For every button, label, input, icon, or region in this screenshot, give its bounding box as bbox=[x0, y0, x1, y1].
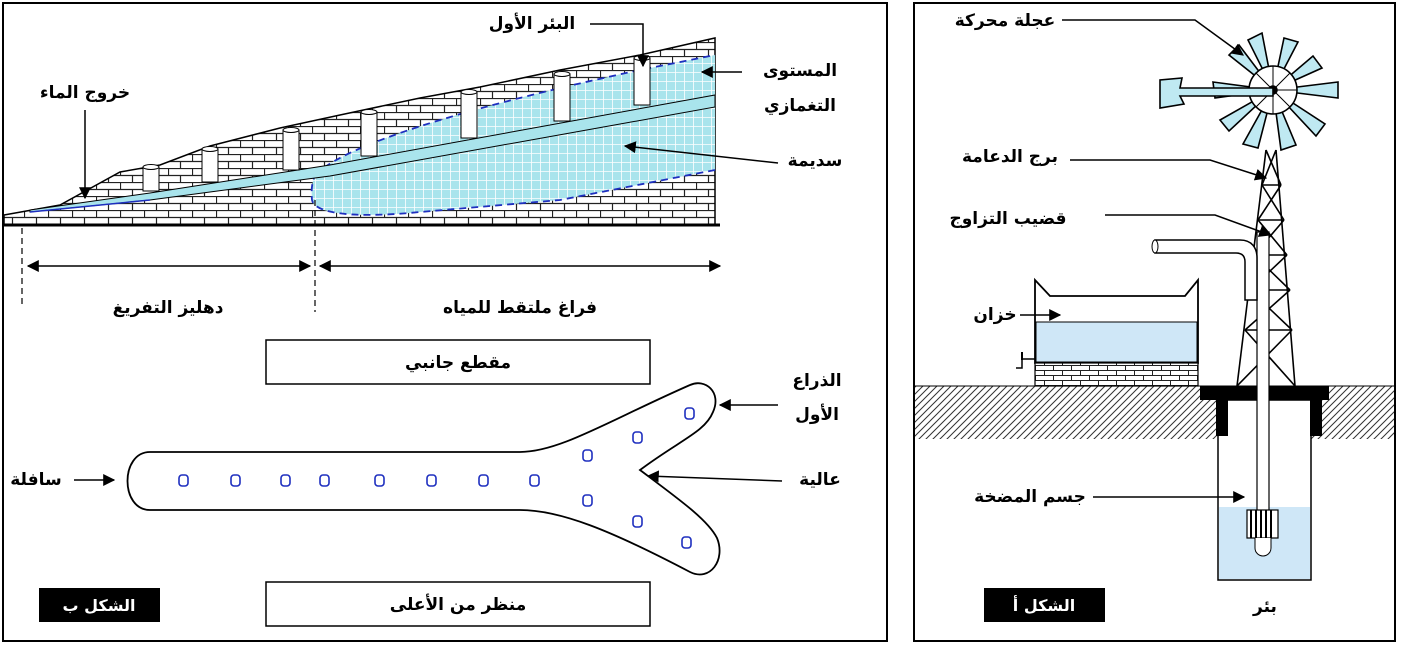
pump-body bbox=[1246, 509, 1279, 557]
caption-box-top bbox=[265, 581, 651, 627]
label-water-outlet: خروج الماء bbox=[40, 83, 130, 103]
panel-a-frame bbox=[913, 2, 1396, 642]
label-tank: خزان bbox=[973, 305, 1016, 325]
arrow-coupling-rod bbox=[1105, 214, 1272, 237]
caption-top-view: منظر من الأعلى bbox=[390, 594, 527, 615]
arrow-support-tower bbox=[1070, 159, 1268, 181]
outlet-pipe bbox=[1154, 239, 1258, 301]
well-shaft bbox=[460, 89, 478, 139]
arrow-aquifer bbox=[623, 141, 779, 164]
aquifer-bottom-line bbox=[310, 169, 716, 216]
well-hole bbox=[230, 474, 241, 487]
label-discharge-gallery: دهليز التفريغ bbox=[113, 298, 224, 318]
well-hole bbox=[681, 536, 692, 549]
coupling-rod-pipe bbox=[1256, 231, 1270, 533]
label-first-well: البئر الأول bbox=[489, 13, 575, 34]
figure-tag-b: الشكل ب bbox=[62, 596, 135, 615]
well-shaft bbox=[282, 127, 300, 171]
well-hole bbox=[178, 474, 189, 487]
well-hole bbox=[529, 474, 540, 487]
qanat-top-view bbox=[126, 382, 721, 576]
label-first-arm-2: الأول bbox=[795, 404, 839, 425]
pipe-mouth bbox=[1151, 239, 1159, 254]
water-table-line bbox=[314, 54, 716, 176]
well-shaft bbox=[201, 146, 219, 183]
well-hole bbox=[426, 474, 437, 487]
panel-b-frame bbox=[2, 2, 888, 642]
label-rotor-wheel: عجلة محركة bbox=[955, 11, 1056, 31]
well-hole bbox=[374, 474, 385, 487]
well-hole bbox=[280, 474, 291, 487]
well-shaft bbox=[553, 71, 571, 122]
caption-box-side bbox=[265, 339, 651, 385]
label-upstream: عالية bbox=[799, 470, 841, 490]
well-hole bbox=[319, 474, 330, 487]
label-pump-body: جسم المضخة bbox=[974, 487, 1086, 507]
label-support-tower: برج الدعامة bbox=[962, 147, 1058, 167]
well-hole bbox=[684, 407, 695, 420]
arrow-first-well bbox=[590, 23, 649, 68]
well-shaft bbox=[360, 109, 378, 157]
well-shaft bbox=[633, 55, 651, 106]
arrow-rotor-wheel bbox=[1062, 19, 1244, 56]
label-downstream: سافلة bbox=[10, 470, 61, 490]
well-hole bbox=[478, 474, 489, 487]
figure-tag-a: الشكل أ bbox=[1013, 595, 1075, 615]
label-coupling-rod: قضيب التزاوج bbox=[949, 209, 1066, 229]
well-hole bbox=[632, 431, 643, 444]
well-holes bbox=[178, 407, 695, 549]
label-water-table-1: المستوى bbox=[763, 61, 837, 81]
well-hole bbox=[632, 515, 643, 528]
tank-tap bbox=[1016, 358, 1035, 369]
outlet-water-line bbox=[29, 199, 151, 213]
label-water-table-2: التغمازي bbox=[764, 96, 836, 116]
tank-base bbox=[1034, 362, 1199, 387]
well-hole bbox=[582, 494, 593, 507]
label-well: بئر bbox=[1252, 597, 1277, 617]
caption-side-view: مقطع جانبي bbox=[405, 353, 511, 373]
label-aquifer: سديمة bbox=[788, 151, 843, 171]
figure-tag-b-bg bbox=[39, 588, 160, 622]
figure-tag-a-bg bbox=[984, 588, 1105, 622]
well-shaft bbox=[142, 164, 160, 192]
label-first-arm-1: الذراع bbox=[792, 371, 841, 391]
tail-vane bbox=[1159, 77, 1274, 109]
well-hole bbox=[582, 449, 593, 462]
label-capture-zone: فراغ ملتقط للمياه bbox=[443, 298, 597, 318]
arrow-upstream bbox=[646, 470, 783, 483]
well-cap-right bbox=[1310, 400, 1322, 436]
tank-water bbox=[1035, 321, 1198, 363]
well-shafts bbox=[142, 55, 651, 192]
well-cap-left bbox=[1216, 400, 1228, 436]
